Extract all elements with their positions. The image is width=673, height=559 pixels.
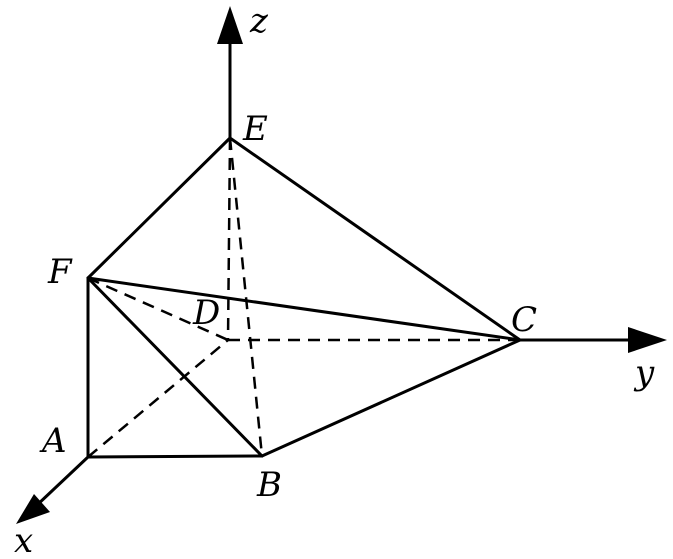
coordinate-axes xyxy=(16,6,667,524)
label-C: C xyxy=(511,300,537,340)
edge-F-B xyxy=(86,276,264,458)
x-axis-arrowhead xyxy=(16,494,50,524)
label-D: D xyxy=(192,293,220,333)
edge-B-C xyxy=(260,338,522,458)
visible-edges xyxy=(86,136,522,459)
label-axis-x: x xyxy=(14,521,33,559)
edge-A-D xyxy=(87,339,229,458)
edge-E-F xyxy=(86,136,232,280)
edge-A-B xyxy=(86,454,264,459)
label-B: B xyxy=(256,465,282,505)
axis-labels: z y x xyxy=(14,1,655,559)
edge-E-B xyxy=(228,137,264,457)
x-axis xyxy=(34,455,90,508)
y-axis-arrowhead xyxy=(628,327,667,353)
label-axis-z: z xyxy=(249,1,269,41)
hidden-edges xyxy=(87,137,520,458)
edge-E-D xyxy=(226,137,232,341)
label-axis-y: y xyxy=(633,353,655,393)
z-axis-arrowhead xyxy=(217,6,243,44)
label-E: E xyxy=(242,109,268,149)
edge-F-C xyxy=(86,276,522,342)
edge-F-D xyxy=(87,276,229,342)
edge-E-C xyxy=(228,136,522,342)
point-labels: E F D C A B xyxy=(39,109,537,505)
label-F: F xyxy=(47,252,73,292)
label-A: A xyxy=(39,421,67,461)
